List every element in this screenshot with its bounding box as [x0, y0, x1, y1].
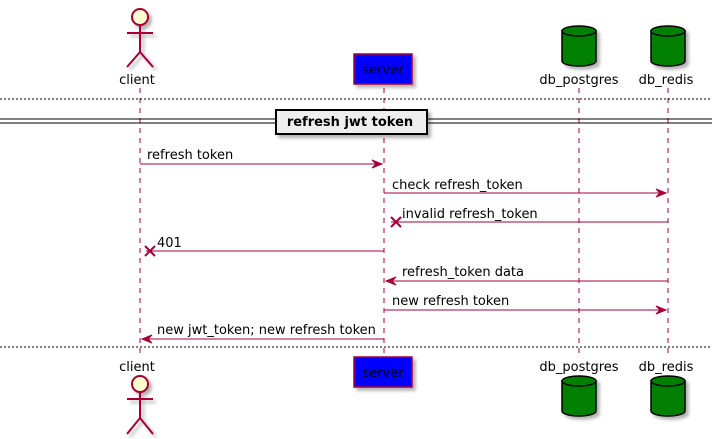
- participant-box: [353, 356, 413, 388]
- participant-label-client: client: [119, 73, 155, 88]
- arrow-head: [655, 188, 668, 198]
- actor-icon: [126, 375, 154, 435]
- message-6: new refresh token: [384, 294, 668, 315]
- database-icon: [650, 375, 686, 417]
- message-3: invalid refresh_token: [390, 207, 668, 228]
- participant-label-db-redis: db_redis: [639, 360, 694, 375]
- message-label: refresh_token data: [402, 265, 524, 280]
- message-7: new jwt_token; new refresh token: [140, 323, 384, 344]
- message-2: check refresh_token: [384, 178, 668, 198]
- participant-label-client: client: [119, 360, 155, 375]
- database-icon: [650, 25, 686, 67]
- message-4: 401: [144, 236, 384, 257]
- group-label: refresh jwt token: [287, 115, 413, 130]
- participant-client-bottom: client: [119, 360, 155, 435]
- message-label: new refresh token: [392, 294, 509, 309]
- arrow-head: [655, 305, 668, 315]
- participant-db-redis-top: db_redis: [639, 25, 694, 88]
- arrow-head: [140, 334, 153, 344]
- participant-box: [353, 53, 413, 85]
- message-label: check refresh_token: [392, 178, 523, 193]
- message-label: 401: [157, 236, 182, 251]
- participant-label-db-redis: db_redis: [639, 73, 694, 88]
- participant-client-top: client: [119, 8, 155, 88]
- participant-label-server: server: [362, 366, 404, 381]
- lost-message-x-icon: [390, 216, 402, 228]
- participant-server-bottom: server: [353, 356, 413, 388]
- participant-db-postgres-bottom: db_postgres: [539, 360, 619, 417]
- participant-label-db-postgres: db_postgres: [539, 360, 618, 375]
- database-icon: [561, 375, 597, 417]
- group-separator: refresh jwt token: [0, 109, 712, 135]
- message-label: refresh token: [147, 148, 233, 163]
- arrow-head: [371, 159, 384, 169]
- lost-message-x-icon: [144, 245, 156, 257]
- participant-server-top: server: [353, 53, 413, 85]
- message-label: invalid refresh_token: [402, 207, 538, 222]
- group-label-box: [275, 109, 428, 135]
- message-5: refresh_token data: [384, 265, 668, 286]
- message-1: refresh token: [140, 148, 384, 169]
- actor-icon: [126, 8, 154, 68]
- database-icon: [561, 25, 597, 67]
- participant-label-server: server: [362, 63, 404, 78]
- participant-db-postgres-top: db_postgres: [539, 25, 619, 88]
- message-label: new jwt_token; new refresh token: [157, 323, 376, 338]
- participant-label-db-postgres: db_postgres: [539, 73, 618, 88]
- arrow-head: [384, 276, 397, 286]
- participant-db-redis-bottom: db_redis: [639, 360, 694, 417]
